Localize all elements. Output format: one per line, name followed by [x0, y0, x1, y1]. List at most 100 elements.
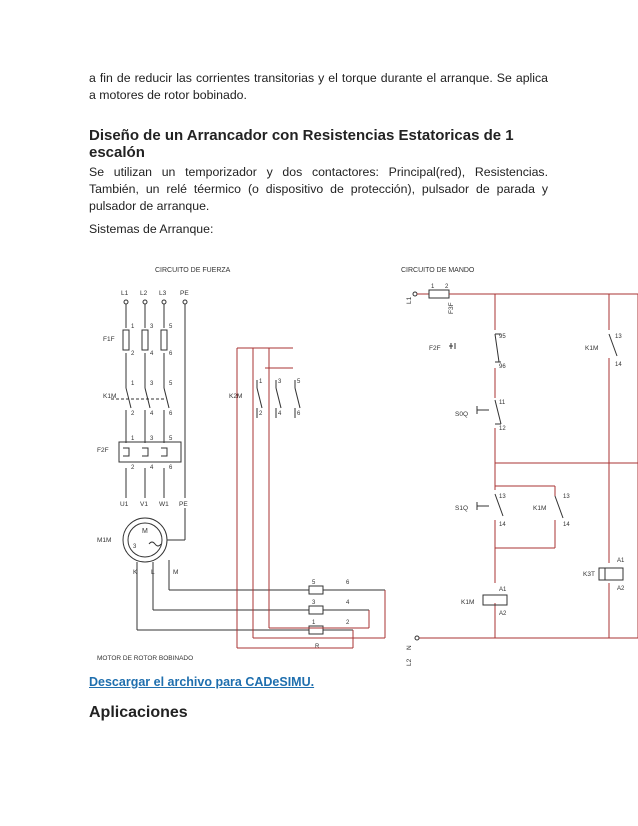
m1m-label: M1M — [97, 537, 111, 544]
motor-inner-circle — [127, 522, 163, 558]
svg-text:6: 6 — [169, 351, 173, 357]
main-wires — [125, 304, 186, 498]
rotor-terminal-labels: K L M — [133, 569, 178, 576]
svg-text:R: R — [315, 644, 320, 650]
svg-text:14: 14 — [615, 362, 622, 368]
svg-text:1: 1 — [431, 284, 435, 290]
applications-heading: Aplicaciones — [89, 704, 188, 721]
f3f-label: F3F — [448, 302, 455, 314]
k1m-right-label: K1M — [585, 345, 598, 352]
svg-text:PE: PE — [180, 290, 189, 297]
f1f-fuses — [122, 329, 168, 351]
k2m-label: K2M — [229, 393, 242, 400]
svg-text:3: 3 — [150, 381, 154, 387]
intro-paragraph: a fin de reducir las corrientes transito… — [89, 71, 548, 102]
ac-symbol — [148, 541, 162, 547]
svg-text:A2: A2 — [499, 611, 507, 617]
svg-text:5: 5 — [297, 379, 301, 385]
svg-text:1: 1 — [131, 381, 135, 387]
svg-text:2: 2 — [131, 411, 135, 417]
svg-text:2: 2 — [346, 620, 350, 626]
f2f-label: F2F — [97, 447, 109, 454]
svg-text:11: 11 — [499, 400, 506, 406]
svg-text:4: 4 — [150, 465, 154, 471]
svg-text:1: 1 — [312, 620, 316, 626]
svg-text:V1: V1 — [140, 501, 148, 508]
svg-text:95: 95 — [499, 334, 506, 340]
svg-text:13: 13 — [563, 494, 570, 500]
svg-text:U1: U1 — [120, 501, 129, 508]
svg-text:A1: A1 — [617, 558, 625, 564]
svg-text:2: 2 — [131, 351, 135, 357]
l2-label: L2 — [406, 658, 413, 666]
svg-text:5: 5 — [169, 381, 173, 387]
s1q-label: S1Q — [455, 505, 468, 512]
rotor-wires — [136, 560, 309, 631]
svg-text:6: 6 — [297, 411, 301, 417]
svg-text:1: 1 — [259, 379, 263, 385]
systems-label: Sistemas de Arranque: — [89, 222, 214, 236]
rotor-rheostat — [308, 585, 385, 635]
svg-text:A1: A1 — [499, 587, 507, 593]
power-circuit-title: CIRCUITO DE FUERZA — [155, 267, 231, 274]
svg-text:K: K — [133, 569, 138, 576]
svg-text:M: M — [173, 569, 178, 576]
svg-text:W1: W1 — [159, 501, 169, 508]
motor-outer-circle — [122, 517, 168, 563]
motor-terminal-labels: U1 V1 W1 PE — [120, 501, 188, 508]
f2f-nc-contact — [449, 333, 501, 363]
k1m-label: K1M — [103, 393, 116, 400]
svg-text:6: 6 — [169, 465, 173, 471]
k1m-aux-label: K1M — [533, 505, 546, 512]
svg-text:1: 1 — [131, 436, 135, 442]
control-circuit-title: CIRCUITO DE MANDO — [401, 267, 475, 274]
starter-wiring-diagram: CIRCUITO DE FUERZA CIRCUITO DE MANDO L1 … — [97, 267, 638, 666]
k2m-contacts — [256, 380, 301, 418]
motor-phases: 3 — [133, 544, 137, 550]
svg-text:2: 2 — [259, 411, 263, 417]
l1-label: L1 — [406, 296, 413, 304]
download-cadesimu-link[interactable]: Descargar el archivo para CADeSIMU. — [89, 675, 315, 689]
motor-letter: M — [142, 528, 148, 535]
k1m-coil — [482, 594, 508, 606]
f3f-fuse — [428, 289, 450, 299]
svg-text:L1: L1 — [121, 290, 129, 297]
svg-text:3: 3 — [150, 324, 154, 330]
svg-text:L3: L3 — [159, 290, 167, 297]
svg-text:L2: L2 — [140, 290, 148, 297]
svg-text:14: 14 — [499, 522, 506, 528]
phase-terminals — [123, 299, 188, 305]
phase-labels: L1 L2 L3 PE — [121, 290, 189, 297]
svg-text:5: 5 — [169, 324, 173, 330]
svg-text:6: 6 — [169, 411, 173, 417]
svg-text:3: 3 — [150, 436, 154, 442]
k1m-right-contact — [608, 333, 618, 357]
svg-text:4: 4 — [150, 411, 154, 417]
svg-text:4: 4 — [346, 600, 350, 606]
svg-text:3: 3 — [312, 600, 316, 606]
svg-text:13: 13 — [615, 334, 622, 340]
svg-text:3: 3 — [278, 379, 282, 385]
svg-text:4: 4 — [278, 411, 282, 417]
section-heading: Diseño de un Arrancador con Resistencias… — [89, 127, 514, 161]
svg-text:5: 5 — [169, 436, 173, 442]
svg-text:1: 1 — [131, 324, 135, 330]
svg-text:14: 14 — [563, 522, 570, 528]
svg-text:5: 5 — [312, 580, 316, 586]
f2f-control-label: F2F — [429, 345, 441, 352]
svg-text:6: 6 — [346, 580, 350, 586]
f2f-thermal-relay — [118, 441, 182, 463]
svg-text:4: 4 — [150, 351, 154, 357]
k3t-label: K3T — [583, 571, 595, 578]
control-rails — [419, 294, 638, 639]
k1m-aux-contact — [554, 495, 564, 519]
motor-footer-label: MOTOR DE ROTOR BOBINADO — [97, 655, 193, 662]
k2m-wiring — [236, 347, 386, 649]
svg-text:2: 2 — [445, 284, 449, 290]
description-paragraph: Se utilizan un temporizador y dos contac… — [89, 165, 548, 213]
svg-text:PE: PE — [179, 501, 188, 508]
svg-text:2: 2 — [131, 465, 135, 471]
s1q-button — [476, 493, 504, 517]
f1f-label: F1F — [103, 336, 115, 343]
k1m-coil-label: K1M — [461, 599, 474, 606]
